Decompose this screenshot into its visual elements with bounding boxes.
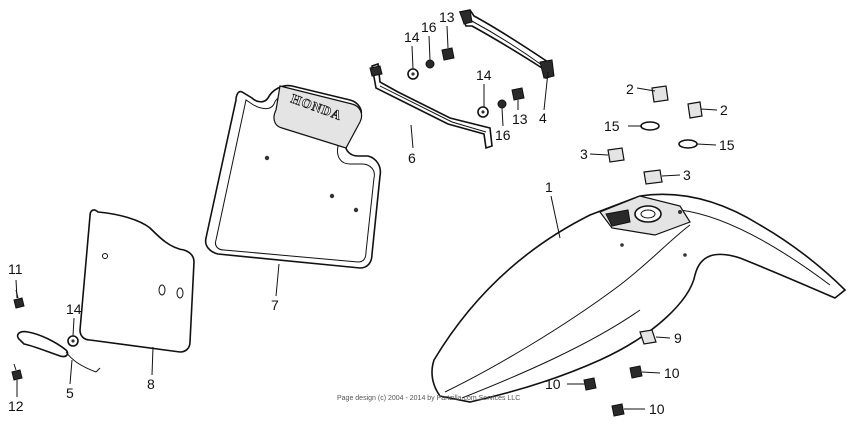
front-fender bbox=[431, 193, 847, 403]
callout-6: 6 bbox=[408, 150, 416, 166]
callout-8: 8 bbox=[147, 376, 155, 392]
callout-7: 7 bbox=[271, 297, 279, 313]
fender-stay-bracket bbox=[369, 62, 493, 150]
callout-1: 1 bbox=[545, 179, 553, 195]
cable-strap bbox=[16, 330, 101, 373]
callout-2b: 2 bbox=[720, 102, 728, 118]
callouts: 1 2 2 3 3 4 5 6 7 8 9 10 10 10 11 12 13 … bbox=[8, 9, 735, 417]
callout-16a: 16 bbox=[421, 19, 437, 35]
number-plate: HONDA bbox=[204, 84, 382, 269]
leader-lines bbox=[15, 25, 718, 410]
callout-16b: 16 bbox=[495, 127, 511, 143]
upper-bracket bbox=[458, 9, 555, 79]
plate-backing bbox=[79, 209, 195, 353]
callout-3b: 3 bbox=[683, 167, 691, 183]
callout-14a: 14 bbox=[404, 29, 420, 45]
callout-13b: 13 bbox=[512, 111, 528, 127]
callout-15b: 15 bbox=[719, 137, 735, 153]
callout-10c: 10 bbox=[649, 401, 665, 417]
callout-11: 11 bbox=[8, 261, 23, 277]
callout-12: 12 bbox=[8, 398, 24, 414]
callout-10b: 10 bbox=[664, 365, 680, 381]
callout-9: 9 bbox=[674, 330, 682, 346]
callout-3a: 3 bbox=[580, 146, 588, 162]
callout-4: 4 bbox=[539, 110, 547, 126]
callout-5: 5 bbox=[66, 385, 74, 401]
callout-10a: 10 bbox=[545, 376, 561, 392]
callout-14c: 14 bbox=[66, 301, 82, 317]
copyright-notice: Page design (c) 2004 - 2014 by Partzilla… bbox=[337, 395, 520, 402]
callout-13a: 13 bbox=[439, 9, 455, 25]
callout-15a: 15 bbox=[604, 118, 620, 134]
hardware bbox=[11, 47, 703, 417]
callout-2a: 2 bbox=[626, 81, 634, 97]
callout-14b: 14 bbox=[476, 67, 492, 83]
